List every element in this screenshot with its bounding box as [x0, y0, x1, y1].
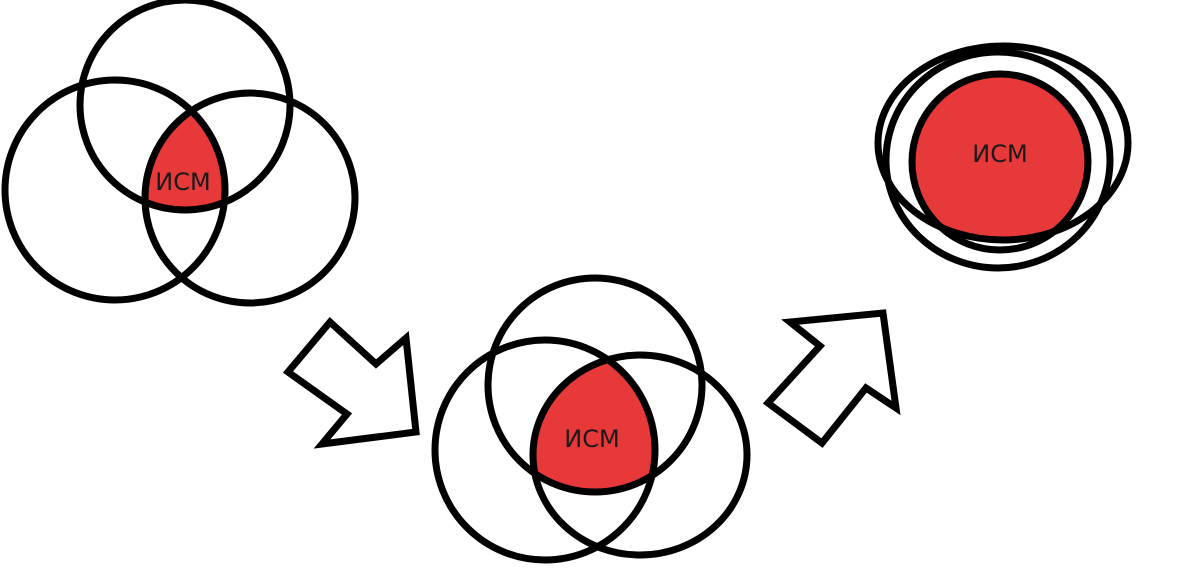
- circle-top: [76, 0, 294, 214]
- circle-outer-tall: [882, 48, 1114, 272]
- circle-left: [431, 336, 659, 564]
- circle-top: [484, 274, 706, 496]
- intersection-label: ИСМ: [155, 168, 210, 196]
- circle-left: [1, 76, 229, 304]
- intersection-region: [533, 355, 655, 492]
- venn-diagram-stage-1: ИСМ: [1, 0, 359, 307]
- arrow-up-right-icon: [762, 309, 901, 448]
- circle-right: [141, 89, 359, 307]
- circle-inner: [908, 70, 1092, 254]
- circle-outer-wide: [874, 42, 1132, 244]
- intersection-region: [145, 93, 225, 210]
- venn-diagram-stage-3: ИСМ: [874, 42, 1132, 272]
- intersection-label: ИСМ: [972, 140, 1027, 168]
- intersection-label: ИСМ: [564, 425, 619, 453]
- arrow-down-right-icon: [282, 316, 420, 449]
- intersection-region: [912, 74, 1088, 240]
- venn-diagram-stage-2: ИСМ: [431, 274, 751, 564]
- circle-right: [529, 351, 751, 559]
